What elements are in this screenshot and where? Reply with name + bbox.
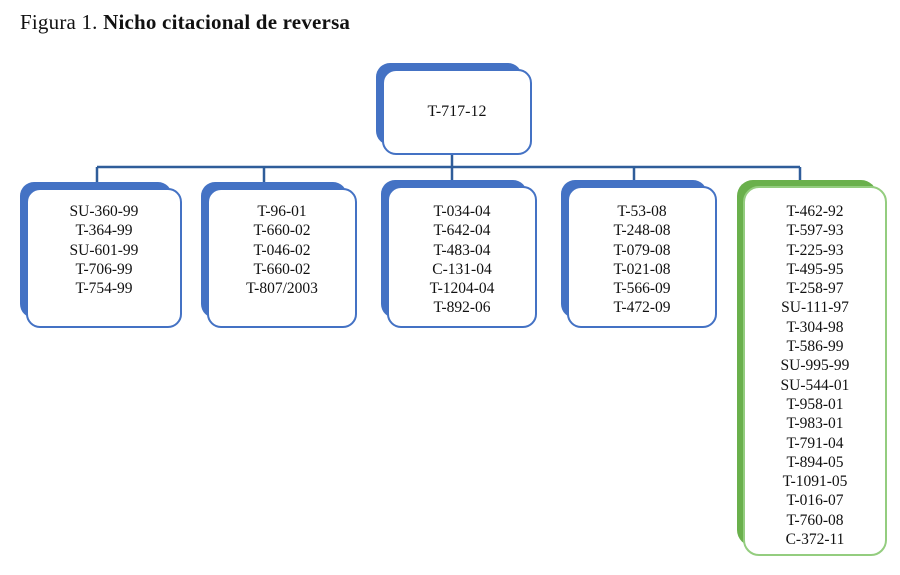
entry: T-53-08 xyxy=(617,203,667,220)
entry: T-807/2003 xyxy=(246,280,318,298)
entry: T-1091-05 xyxy=(782,473,848,491)
entry: T-472-09 xyxy=(613,299,671,317)
entry: T-483-04 xyxy=(433,241,491,259)
entry: T-760-08 xyxy=(786,511,844,529)
entry: T-706-99 xyxy=(75,260,133,278)
entry: T-225-93 xyxy=(786,241,844,259)
entry: T-791-04 xyxy=(786,434,844,452)
entry: SU-544-01 xyxy=(780,376,850,394)
entry: T-754-99 xyxy=(75,280,133,298)
figure-label: Figura 1. xyxy=(20,10,98,34)
entry: SU-360-99 xyxy=(69,203,139,220)
entry: T-016-07 xyxy=(786,492,844,510)
entry: T-894-05 xyxy=(786,453,844,471)
entry: T-462-92 xyxy=(786,203,844,220)
entry: T-597-93 xyxy=(786,222,844,240)
entry: T-660-02 xyxy=(253,260,311,278)
entry: T-1204-04 xyxy=(429,280,495,298)
entry: T-034-04 xyxy=(433,203,491,220)
entry: T-642-04 xyxy=(433,222,491,240)
entry: T-958-01 xyxy=(786,395,844,413)
entry: T-566-09 xyxy=(613,280,671,298)
root-node: T-717-12 xyxy=(376,63,532,155)
entry: T-021-08 xyxy=(613,260,671,278)
child-node-5: T-462-92 T-597-93 T-225-93 T-495-95 T-25… xyxy=(737,180,887,556)
root-node-face: T-717-12 xyxy=(382,69,532,155)
figure-title: Figura 1. Nicho citacional de reversa xyxy=(20,10,350,35)
child-node-4: T-53-08 T-248-08 T-079-08 T-021-08 T-566… xyxy=(561,180,717,328)
child-node-2: T-96-01 T-660-02 T-046-02 T-660-02 T-807… xyxy=(201,182,357,328)
child-node-2-face: T-96-01 T-660-02 T-046-02 T-660-02 T-807… xyxy=(207,188,357,328)
entry: T-96-01 xyxy=(257,203,307,220)
entry: T-248-08 xyxy=(613,222,671,240)
entry: T-660-02 xyxy=(253,222,311,240)
entry: SU-111-97 xyxy=(781,299,849,317)
entry: T-495-95 xyxy=(786,260,844,278)
entry: T-258-97 xyxy=(786,280,844,298)
entry: T-983-01 xyxy=(786,415,844,433)
child-node-3-face: T-034-04 T-642-04 T-483-04 C-131-04 T-12… xyxy=(387,186,537,328)
child-node-3: T-034-04 T-642-04 T-483-04 C-131-04 T-12… xyxy=(381,180,537,328)
entry: T-892-06 xyxy=(433,299,491,317)
figure-caption: Nicho citacional de reversa xyxy=(103,10,351,34)
entry: T-586-99 xyxy=(786,338,844,356)
root-label: T-717-12 xyxy=(427,103,487,120)
entry: T-304-98 xyxy=(786,318,844,336)
entry: C-372-11 xyxy=(785,531,845,549)
child-node-5-face: T-462-92 T-597-93 T-225-93 T-495-95 T-25… xyxy=(743,186,887,556)
entry: T-364-99 xyxy=(75,222,133,240)
child-node-4-face: T-53-08 T-248-08 T-079-08 T-021-08 T-566… xyxy=(567,186,717,328)
entry: T-046-02 xyxy=(253,241,311,259)
child-node-1-face: SU-360-99 T-364-99 SU-601-99 T-706-99 T-… xyxy=(26,188,182,328)
entry: C-131-04 xyxy=(432,260,492,278)
entry: T-079-08 xyxy=(613,241,671,259)
entry: SU-601-99 xyxy=(69,241,139,259)
entry: SU-995-99 xyxy=(780,357,850,375)
child-node-1: SU-360-99 T-364-99 SU-601-99 T-706-99 T-… xyxy=(20,182,182,328)
